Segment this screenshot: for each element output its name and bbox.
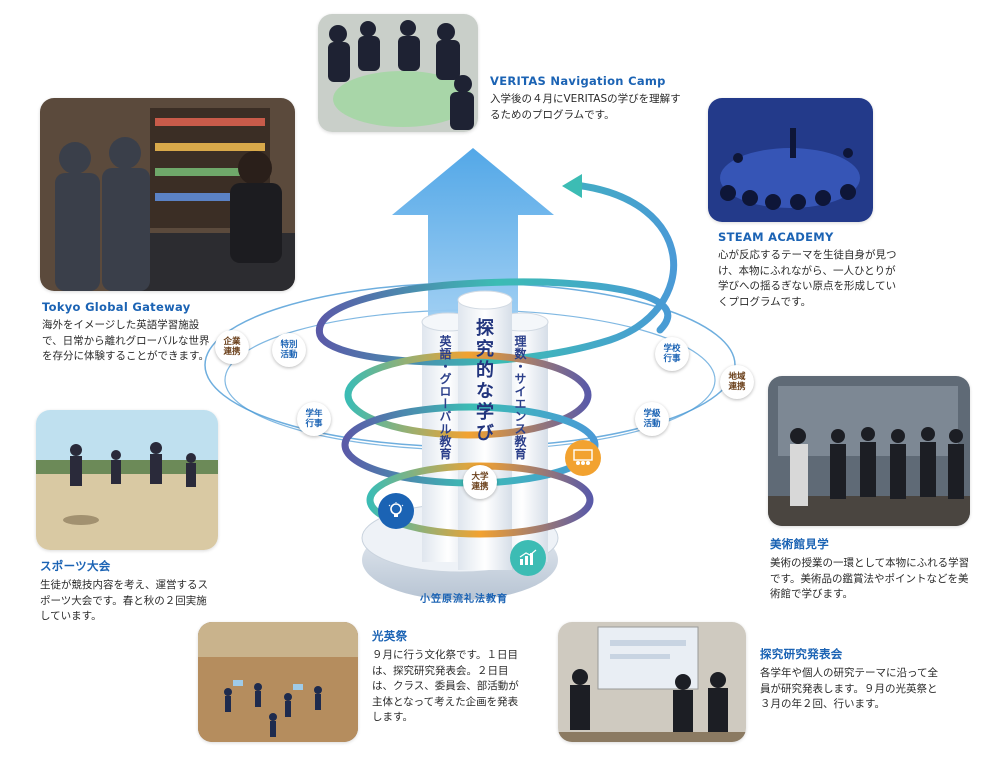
spiral-ring-2 <box>344 351 592 439</box>
caption-sports: スポーツ大会 生徒が競技内容を考え、運営するスポーツ大会です。春と秋の２回実施し… <box>40 558 216 625</box>
caption-museum-text: 美術の授業の一環として本物にふれる学習です。美術品の鑑賞法やポイントなどを美術館… <box>770 557 970 600</box>
spiral-arrow-head <box>562 174 582 198</box>
center-title: 探究的な学び <box>473 318 494 444</box>
photo-museum-visit <box>768 376 970 526</box>
caption-steam-title: STEAM ACADEMY <box>718 230 834 244</box>
caption-sports-title: スポーツ大会 <box>40 559 111 573</box>
caption-research-title: 探究研究発表会 <box>760 647 843 661</box>
caption-tgg-text: 海外をイメージした英語学習施設で、日常から離れグローバルな世界を存分に体験するこ… <box>42 319 210 362</box>
caption-museum-title: 美術館見学 <box>770 537 829 551</box>
caption-steam-text: 心が反応するテーマを生徒自身が見つけ、本物にふれながら、一人ひとりが学びへの揺る… <box>718 249 897 308</box>
caption-koeisai-title: 光英祭 <box>372 629 408 643</box>
lightbulb-icon <box>378 493 414 529</box>
caption-veritas: VERITAS Navigation Camp 入学後の４月にVERITASの学… <box>490 74 690 123</box>
photo-veritas-camp <box>318 14 478 132</box>
presentation-icon <box>565 440 601 476</box>
caption-veritas-text: 入学後の４月にVERITASの学びを理解するためのプログラムです。 <box>490 93 681 121</box>
tag-gakkyu-katsudo: 学級 活動 <box>635 402 669 436</box>
photo-research-presentation <box>558 622 746 742</box>
photo-steam-academy <box>708 98 873 222</box>
right-pillar-label: 理数・サイエンス教育 <box>513 335 527 460</box>
caption-koeisai: 光英祭 ９月に行う文化祭です。１日目は、探究研究発表会。２日目は、クラス、委員会… <box>372 628 520 726</box>
caption-koeisai-text: ９月に行う文化祭です。１日目は、探究研究発表会。２日目は、クラス、委員会、部活動… <box>372 649 519 723</box>
growth-chart-icon <box>510 540 546 576</box>
tag-chiiki-renkei: 地域 連携 <box>720 365 754 399</box>
photo-koeisai-festival <box>198 622 358 742</box>
caption-veritas-title: VERITAS Navigation Camp <box>490 74 666 88</box>
caption-steam: STEAM ACADEMY 心が反応するテーマを生徒自身が見つけ、本物にふれなが… <box>718 230 906 310</box>
caption-museum: 美術館見学 美術の授業の一環として本物にふれる学習です。美術品の鑑賞法やポイント… <box>770 536 975 603</box>
caption-sports-text: 生徒が競技内容を考え、運営するスポーツ大会です。春と秋の２回実施しています。 <box>40 579 208 622</box>
tag-gakunen-gyoji: 学年 行事 <box>297 402 331 436</box>
caption-tgg: Tokyo Global Gateway 海外をイメージした英語学習施設で、日常… <box>42 300 218 365</box>
tag-gakko-gyoji: 学校 行事 <box>655 337 689 371</box>
caption-research: 探究研究発表会 各学年や個人の研究テーマに沿って全員が研究発表します。９月の光英… <box>760 646 940 713</box>
photo-sports-day <box>36 410 218 550</box>
tag-tokubetsu-katsudo: 特別 活動 <box>272 333 306 367</box>
tag-daigaku-renkei: 大学 連携 <box>463 465 497 499</box>
caption-tgg-title: Tokyo Global Gateway <box>42 300 191 314</box>
left-pillar-label: 英語・グローバル教育 <box>438 335 452 460</box>
base-label: 小笠原流礼法教育 <box>420 594 508 605</box>
caption-research-text: 各学年や個人の研究テーマに沿って全員が研究発表します。９月の光英祭と３月の年２回… <box>760 667 938 710</box>
spiral-ring-top <box>315 181 678 366</box>
photo-tokyo-global-gateway <box>40 98 295 291</box>
tag-kigyo-renkei: 企業 連携 <box>215 330 249 364</box>
